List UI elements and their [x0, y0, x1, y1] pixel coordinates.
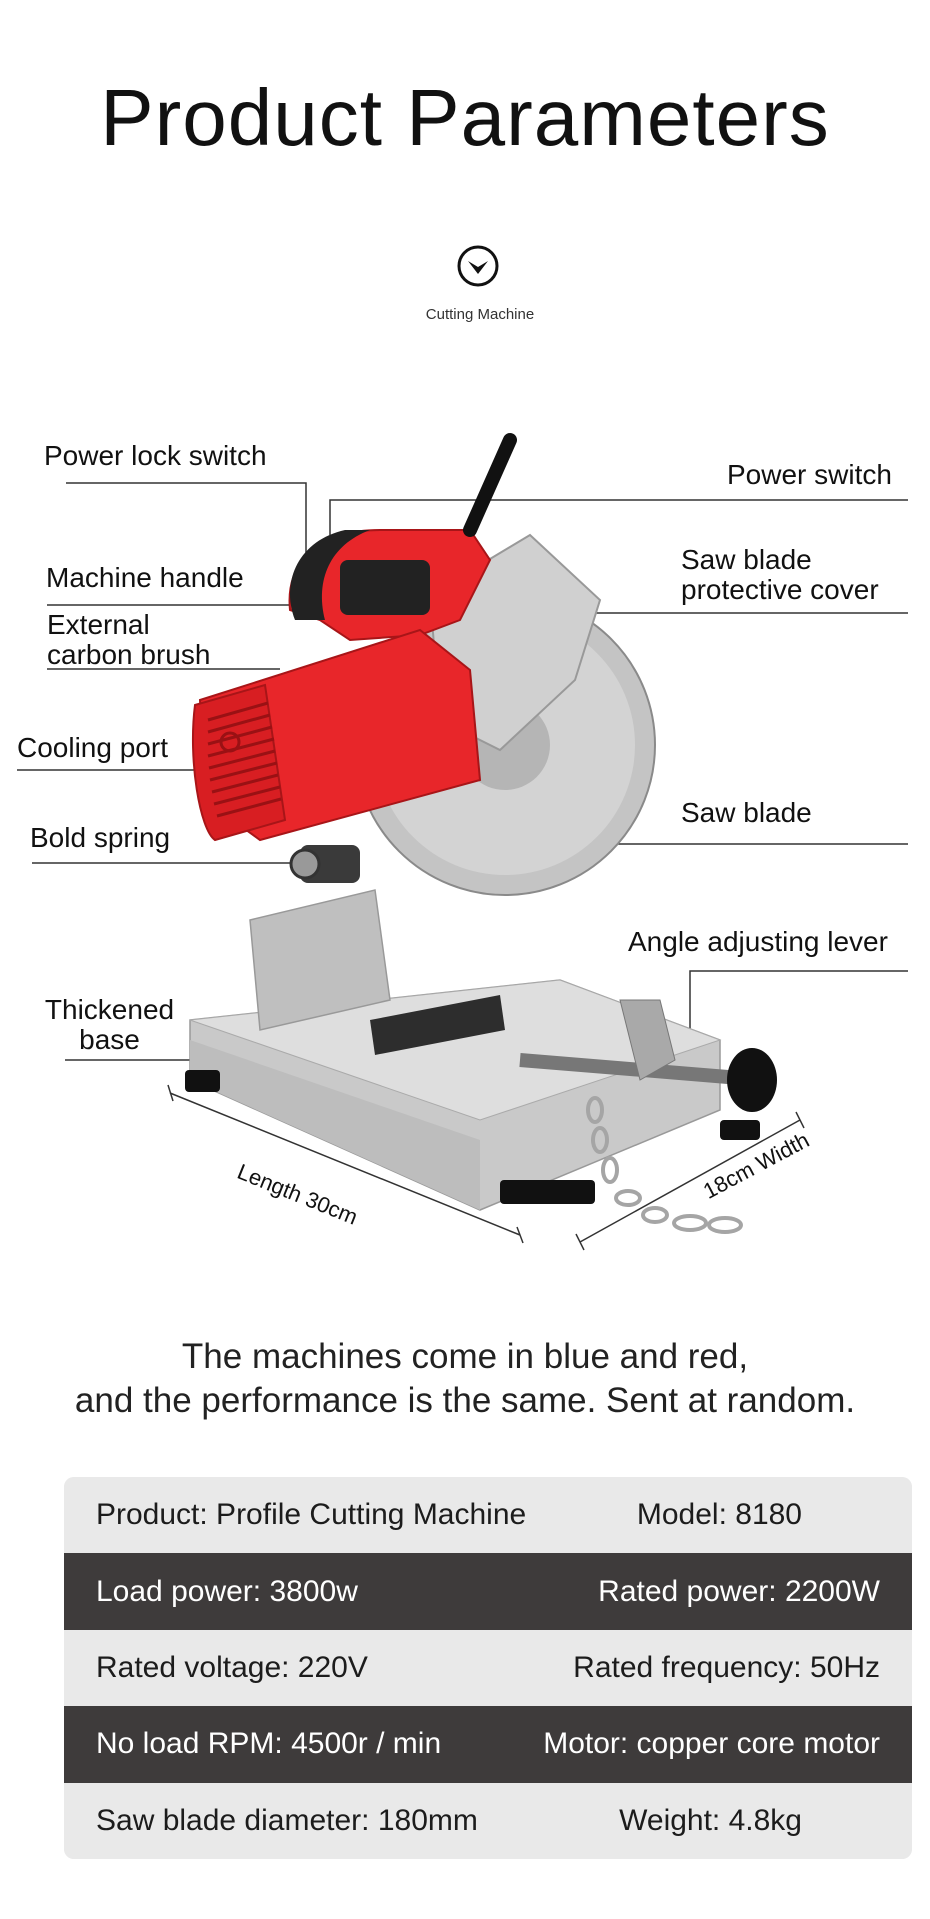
angle-lever-illustration	[519, 999, 777, 1112]
stand-illustration	[249, 889, 391, 1031]
callout-external-carbon-brush: External carbon brush	[47, 610, 210, 670]
spec-row: Saw blade diameter: 180mm Weight: 4.8kg	[64, 1782, 912, 1859]
product-diagram	[17, 433, 908, 1251]
spec-product: Product: Profile Cutting Machine	[96, 1498, 527, 1532]
dimension-lines	[167, 1084, 805, 1251]
callout-thickened-base-line1: Thickened	[44, 994, 175, 1025]
page-subtitle: Cutting Machine	[425, 306, 535, 323]
callout-saw-blade: Saw blade	[681, 797, 812, 828]
chevron-down-circle-icon	[457, 245, 499, 287]
spec-row: Load power: 3800w Rated power: 2200W	[64, 1553, 912, 1630]
callout-external-carbon-brush-line1: External	[47, 609, 150, 640]
spec-motor: Motor: copper core motor	[543, 1727, 880, 1761]
motor-illustration	[191, 628, 482, 842]
callout-power-switch: Power switch	[727, 459, 892, 490]
spec-row: No load RPM: 4500r / min Motor: copper c…	[64, 1706, 912, 1783]
handle-illustration	[288, 433, 517, 642]
spec-no-load-rpm: No load RPM: 4500r / min	[96, 1727, 442, 1761]
callout-thickened-base: Thickened base	[42, 995, 177, 1055]
callout-external-carbon-brush-line2: carbon brush	[47, 639, 211, 670]
callout-saw-blade-cover-line2: protective cover	[681, 574, 879, 605]
callout-power-lock-switch: Power lock switch	[44, 440, 267, 471]
spec-rated-power: Rated power: 2200W	[598, 1574, 880, 1608]
bold-spring-illustration	[289, 845, 360, 883]
color-note: The machines come in blue and red, and t…	[0, 1335, 930, 1423]
spec-rated-voltage: Rated voltage: 220V	[96, 1650, 368, 1684]
spec-row: Product: Profile Cutting Machine Model: …	[64, 1477, 912, 1554]
spec-model: Model: 8180	[636, 1498, 802, 1532]
callout-bold-spring: Bold spring	[30, 822, 171, 853]
callout-cooling-port: Cooling port	[17, 732, 168, 763]
page-title: Product Parameters	[100, 73, 830, 162]
color-note-line2: and the performance is the same. Sent at…	[74, 1381, 856, 1420]
color-note-line1: The machines come in blue and red,	[181, 1337, 749, 1376]
callout-machine-handle: Machine handle	[46, 562, 244, 593]
callout-saw-blade-cover-line1: Saw blade	[681, 544, 812, 575]
callout-thickened-base-line2: base	[79, 1024, 140, 1055]
callout-saw-blade-cover: Saw blade protective cover	[681, 545, 879, 605]
spec-blade-diameter: Saw blade diameter: 180mm	[96, 1803, 478, 1837]
spec-table: Product: Profile Cutting Machine Model: …	[64, 1477, 912, 1859]
callout-angle-adjusting-lever: Angle adjusting lever	[628, 926, 888, 957]
spec-row: Rated voltage: 220V Rated frequency: 50H…	[64, 1629, 912, 1707]
chain-illustration	[586, 1096, 743, 1234]
callout-lines	[17, 482, 908, 1061]
spec-load-power: Load power: 3800w	[96, 1574, 358, 1608]
spec-rated-frequency: Rated frequency: 50Hz	[573, 1650, 880, 1684]
fence-illustration	[370, 995, 505, 1055]
spec-weight: Weight: 4.8kg	[619, 1803, 802, 1837]
